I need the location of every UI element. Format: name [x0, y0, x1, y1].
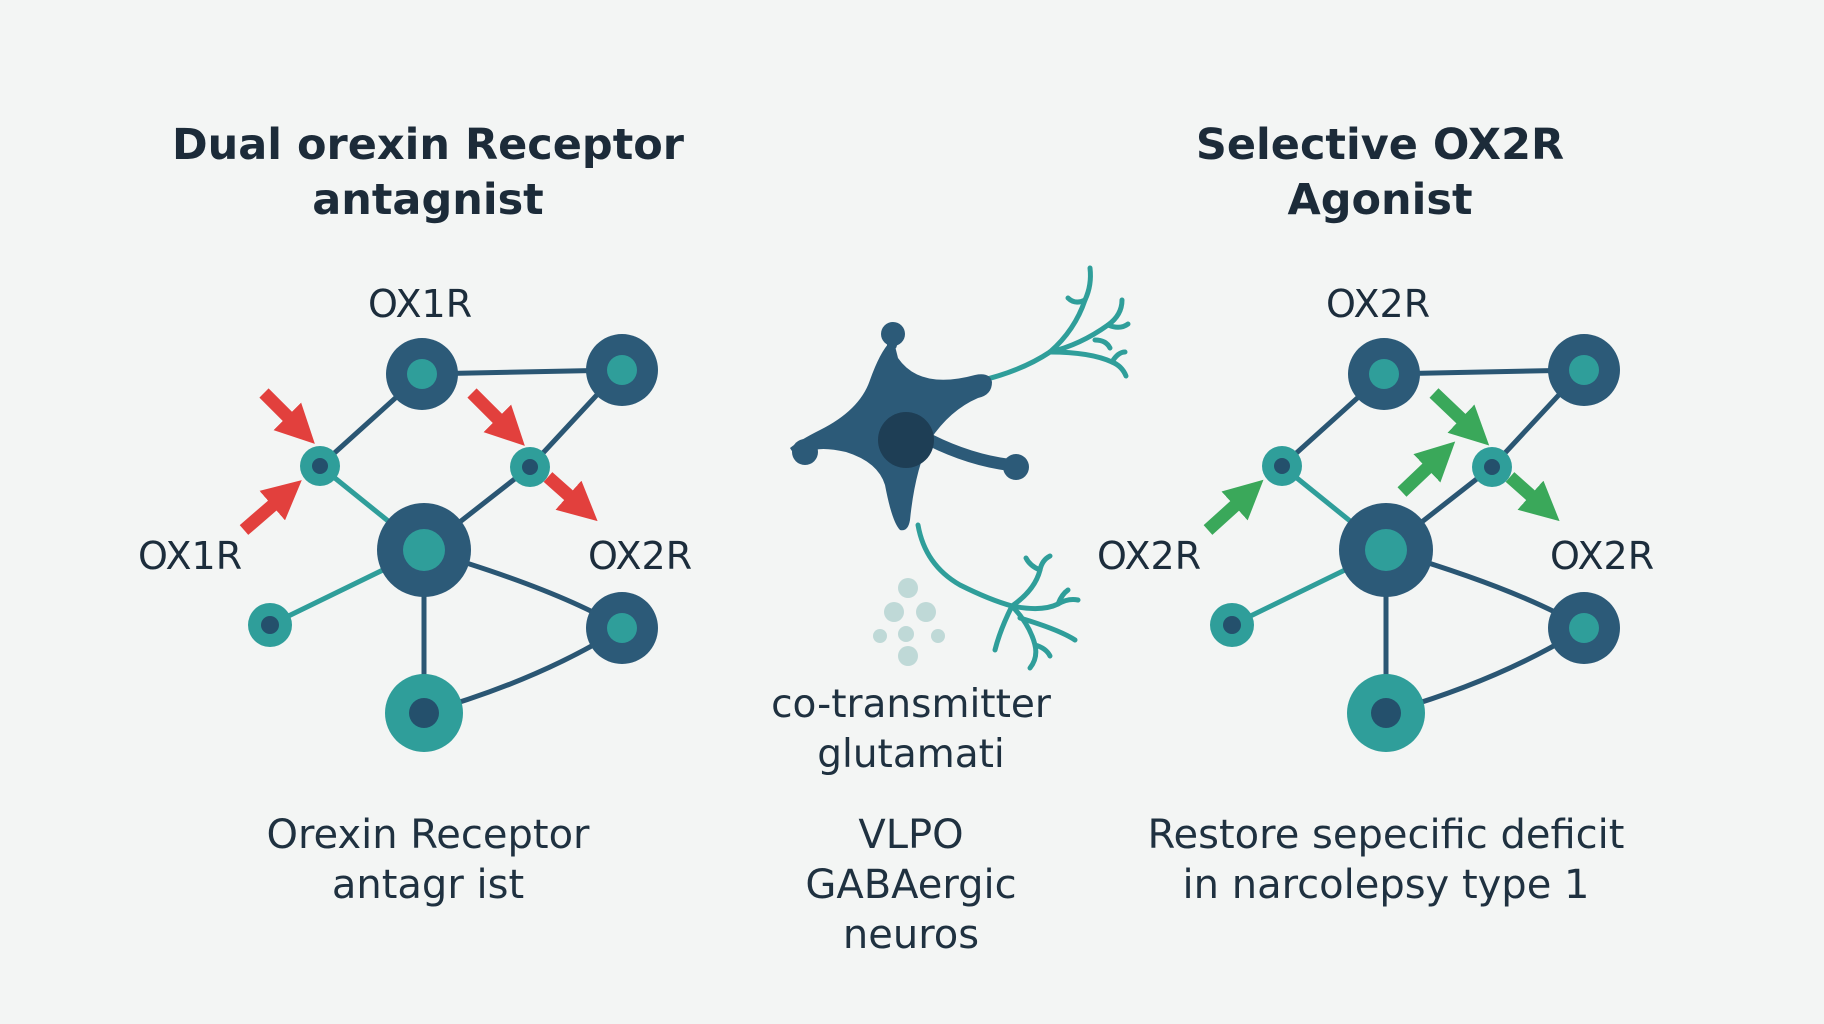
- vlpo-neuron-illustration: [790, 265, 1131, 671]
- center-caption-line-3: neuros: [842, 912, 980, 958]
- branch: [1032, 642, 1053, 659]
- left-network: [239, 334, 658, 752]
- right-label-left: OX2R: [1097, 534, 1202, 578]
- neuron-right-process: [924, 434, 1016, 471]
- node-core: [403, 529, 445, 571]
- neuron-cotransmitter-label: co-transmitter glutamati: [711, 680, 1111, 780]
- neuron-process-knob-top: [881, 322, 905, 346]
- center-caption: VLPO GABAergic neuros: [711, 810, 1111, 960]
- red-arrow-4: [543, 472, 598, 522]
- node-core: [522, 459, 538, 475]
- branch: [1109, 349, 1128, 365]
- right-network: [1203, 334, 1620, 752]
- neuron-label-line-2: glutamati: [817, 732, 1005, 777]
- node-core: [1371, 698, 1401, 728]
- node-core: [607, 355, 637, 385]
- vesicle: [898, 626, 914, 642]
- node-core: [407, 359, 437, 389]
- neuron-axon-dendrites: [915, 265, 1131, 671]
- branch: [1017, 615, 1078, 643]
- branch: [1009, 603, 1039, 671]
- neuron-label-line-1: co-transmitter: [771, 682, 1051, 727]
- node-core: [312, 458, 328, 474]
- left-antagonist-arrows: [239, 388, 598, 535]
- left-title-line-1: Dual orexin Receptor: [171, 120, 684, 170]
- node-core: [409, 698, 439, 728]
- branch: [1092, 337, 1113, 351]
- red-arrow-2: [239, 480, 302, 535]
- right-title-line-1: Selective OX2R: [1195, 120, 1565, 170]
- node-core: [1569, 613, 1599, 643]
- left-label-right: OX2R: [588, 534, 693, 578]
- node-core: [261, 616, 279, 634]
- node-core: [1484, 459, 1500, 475]
- center-caption-line-2: GABAergic: [805, 862, 1017, 908]
- right-network-nodes: [1210, 334, 1620, 752]
- node-core: [1365, 529, 1407, 571]
- red-arrow-1: [259, 388, 315, 444]
- vesicle: [931, 629, 945, 643]
- branch: [1055, 587, 1071, 607]
- green-arrow-4: [1505, 472, 1560, 522]
- node-core: [1223, 616, 1241, 634]
- left-label-left: OX1R: [138, 534, 243, 578]
- left-caption-line-2: antagr ist: [331, 862, 525, 908]
- green-arrow-2: [1397, 441, 1456, 497]
- right-label-top: OX2R: [1326, 282, 1431, 326]
- node-core: [1274, 458, 1290, 474]
- branch: [1065, 295, 1088, 305]
- node-core: [1569, 355, 1599, 385]
- vesicle: [898, 646, 918, 666]
- left-network-nodes: [248, 334, 658, 752]
- right-title-line-2: Agonist: [1287, 175, 1473, 225]
- node-core: [607, 613, 637, 643]
- red-arrow-3: [467, 388, 525, 446]
- branch: [1105, 321, 1131, 330]
- axon-lower: [915, 522, 1015, 609]
- vesicle: [884, 602, 904, 622]
- branch: [992, 603, 1015, 653]
- right-label-right: OX2R: [1550, 534, 1655, 578]
- right-agonist-arrows: [1203, 388, 1560, 535]
- vesicle: [898, 578, 918, 598]
- center-caption-line-1: VLPO: [858, 812, 964, 858]
- vesicle: [873, 629, 887, 643]
- left-label-top: OX1R: [368, 282, 473, 326]
- neuron-process-knob-left: [792, 439, 818, 465]
- right-panel-title: Selective OX2R Agonist: [1080, 118, 1680, 228]
- vesicle: [916, 602, 936, 622]
- right-caption-line-2: in narcolepsy type 1: [1182, 862, 1590, 908]
- green-arrow-3: [1429, 388, 1490, 446]
- left-panel-title: Dual orexin Receptor antagnist: [128, 118, 728, 228]
- branch: [1023, 555, 1043, 573]
- right-caption-line-1: Restore sepecific deficit: [1147, 812, 1625, 858]
- left-title-line-2: antagnist: [312, 175, 544, 225]
- green-arrow-1: [1203, 479, 1264, 535]
- left-caption-line-1: Orexin Receptor: [266, 812, 590, 858]
- node-core: [1369, 359, 1399, 389]
- neuron-nucleus: [878, 412, 934, 468]
- neurotransmitter-vesicles: [873, 578, 945, 666]
- right-caption: Restore sepecific deficit in narcolepsy …: [1106, 810, 1666, 910]
- left-caption: Orexin Receptor antagr ist: [228, 810, 628, 910]
